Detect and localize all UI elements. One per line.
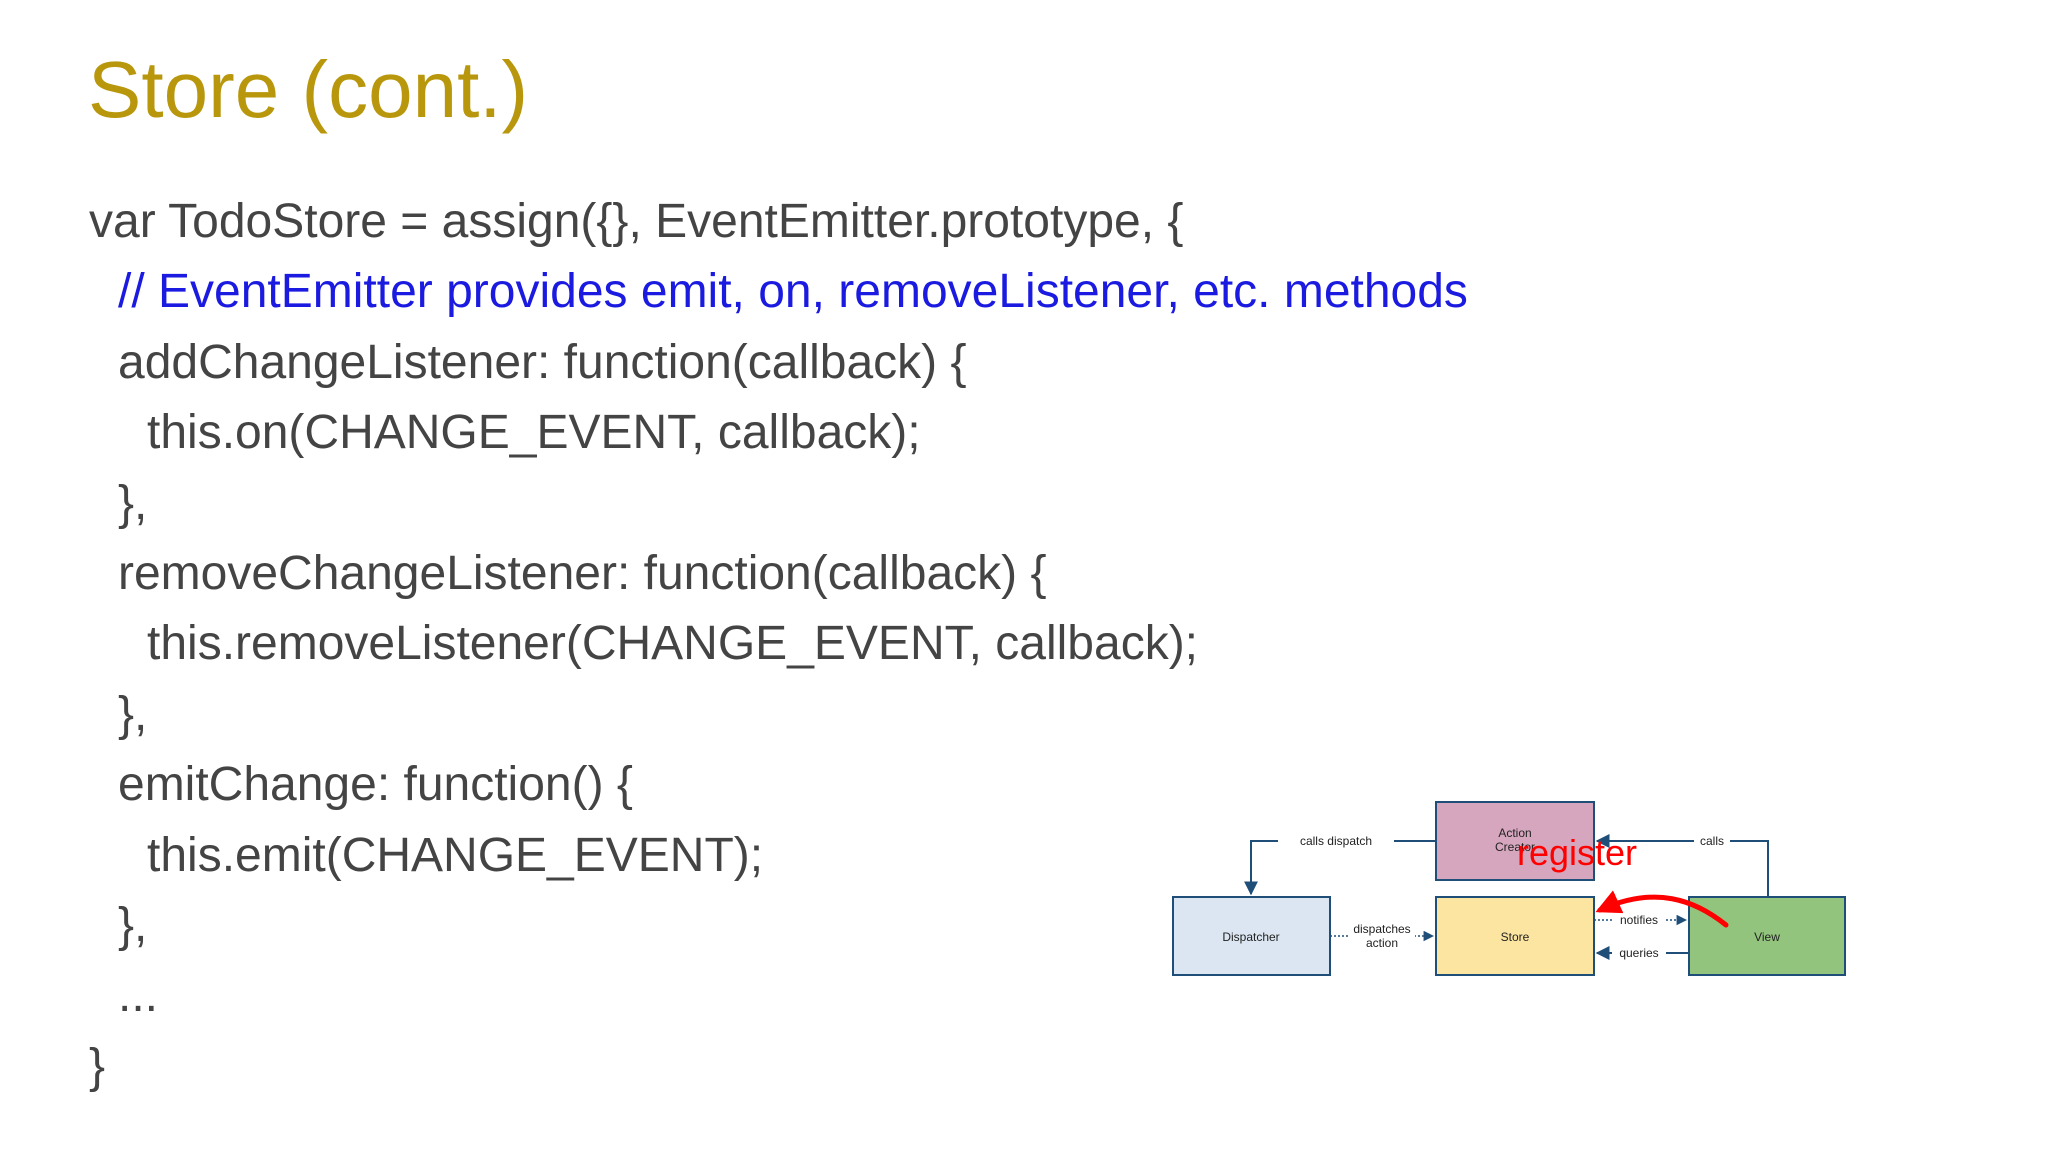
view-label: View xyxy=(1754,930,1780,944)
register-arrow xyxy=(1595,890,1729,928)
code-line: } xyxy=(89,1039,106,1093)
notifies-label: notifies xyxy=(1620,913,1658,927)
calls-dispatch-label: calls dispatch xyxy=(1300,834,1372,848)
code-line: ... xyxy=(118,969,159,1023)
code-line: var TodoStore = assign({}, EventEmitter.… xyxy=(89,195,1184,248)
code-line: this.emit(CHANGE_EVENT); xyxy=(147,828,764,882)
code-comment-line: // EventEmitter provides emit, on, remov… xyxy=(118,265,1468,319)
slide-title: Store (cont.) xyxy=(88,45,529,134)
register-annotation: register xyxy=(1517,832,1637,873)
code-line: this.removeListener(CHANGE_EVENT, callba… xyxy=(147,617,1199,671)
code-line: }, xyxy=(118,687,148,741)
view-node xyxy=(1688,896,1846,976)
queries-label: queries xyxy=(1619,946,1658,960)
dispatcher-label: Dispatcher xyxy=(1222,930,1279,944)
store-node xyxy=(1435,896,1595,976)
calls-edge xyxy=(1595,834,1769,897)
code-line: removeChangeListener: function(callback)… xyxy=(118,547,1047,600)
code-line: addChangeListener: function(callback) { xyxy=(118,335,967,389)
dispatcher-node xyxy=(1172,896,1331,976)
code-line: }, xyxy=(118,476,148,530)
code-line: emitChange: function() { xyxy=(118,758,633,812)
calls-dispatch-edge xyxy=(1244,840,1436,896)
code-line: this.on(CHANGE_EVENT, callback); xyxy=(147,406,921,460)
calls-label: calls xyxy=(1700,834,1724,848)
store-label: Store xyxy=(1501,930,1530,944)
code-line: }, xyxy=(118,899,148,952)
